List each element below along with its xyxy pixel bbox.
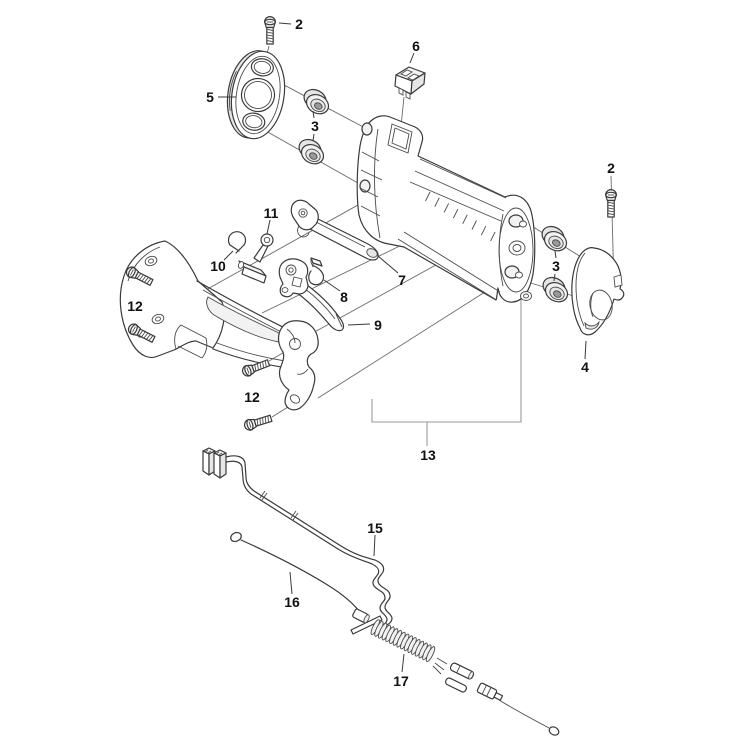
part-label-screw-top: 2 — [295, 16, 303, 32]
part-label-stop-switch: 6 — [412, 38, 420, 54]
cover-4 — [571, 247, 625, 336]
part-label-throttle-lock: 8 — [340, 289, 348, 305]
wire-harness-15 — [225, 455, 393, 627]
cable-fittings-17 — [432, 657, 560, 736]
flange-plate-5 — [226, 50, 286, 140]
part-label-screws-bottom: 12 — [244, 389, 260, 405]
part-label-spring-clip: 10 — [210, 258, 226, 274]
lock-lever-11 — [237, 233, 274, 284]
handle-right-shell — [277, 320, 319, 411]
part-label-cable-spring: 17 — [393, 673, 409, 689]
part-label-wiring-harness: 15 — [367, 520, 383, 536]
part-label-screw-right: 2 — [607, 160, 615, 176]
stop-switch-6 — [394, 66, 426, 100]
part-label-bushings-left: 3 — [311, 118, 319, 134]
part-labels: 2 5 3 6 2 3 4 11 10 7 8 9 12 12 13 15 16 17 — [127, 16, 615, 689]
part-label-throttle-rod: 7 — [398, 272, 406, 288]
bushing-3-left-lower — [293, 135, 330, 169]
part-label-bushings-right: 3 — [552, 258, 560, 274]
bushing-3-left-upper — [298, 85, 335, 119]
cable-spring-17 — [350, 608, 436, 662]
connector-blocks-15 — [202, 447, 227, 479]
part-label-lock-lever: 11 — [264, 205, 279, 221]
throttle-cable-16 — [230, 531, 363, 616]
throttle-rod-7 — [290, 199, 379, 261]
spring-clip-10 — [227, 231, 247, 254]
part-label-handle-assembly: 13 — [420, 447, 436, 463]
part-label-cover-right: 4 — [581, 359, 589, 375]
throttle-lock-8 — [308, 257, 325, 286]
assembly-bracket-13 — [371, 285, 522, 446]
screw-12-lower-a-icon — [240, 357, 272, 379]
throttle-housing — [356, 115, 536, 303]
part-label-flange-plate: 5 — [206, 89, 214, 105]
screw-2-right-icon — [604, 189, 618, 218]
screw-12-lower-b-icon — [242, 412, 274, 433]
part-label-throttle-cable: 16 — [284, 594, 300, 610]
bushing-3-right-upper — [536, 222, 573, 256]
bushing-3-right-lower — [537, 273, 574, 307]
part-label-throttle-trigger: 9 — [374, 317, 382, 333]
throttle-trigger-9 — [278, 258, 345, 332]
handle-left-shell — [119, 240, 225, 359]
leader-lines — [218, 22, 587, 673]
screw-2-top-icon — [264, 16, 276, 45]
part-label-screws-left: 12 — [127, 298, 143, 314]
